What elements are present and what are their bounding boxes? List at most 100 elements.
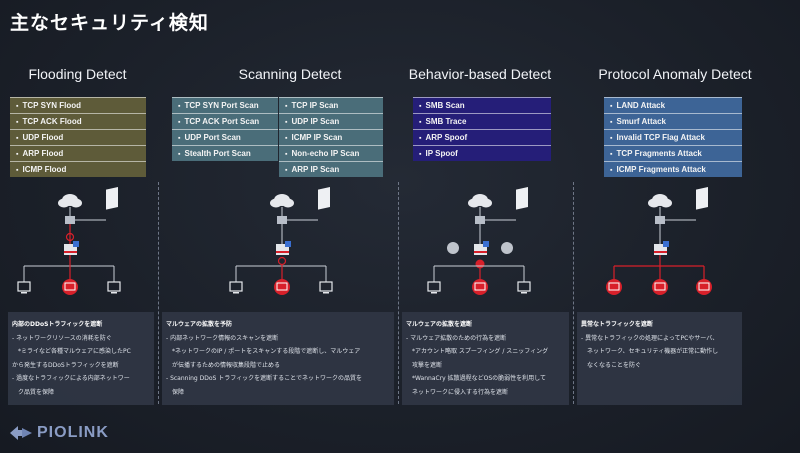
infected-pc-icon bbox=[606, 279, 622, 295]
scanning-item: UDP Port Scan bbox=[172, 129, 278, 145]
switch-icon bbox=[64, 241, 79, 255]
scanning-item: Stealth Port Scan bbox=[172, 145, 278, 161]
flooding-item: TCP ACK Flood bbox=[10, 113, 146, 129]
description-line: 保障 bbox=[172, 388, 185, 396]
switch-icon bbox=[654, 241, 669, 255]
router-icon bbox=[475, 216, 485, 224]
scanning-title: Scanning Detect bbox=[238, 66, 342, 82]
pc-icon bbox=[229, 281, 243, 294]
scanning-description-panel bbox=[162, 312, 394, 405]
scanning-description: マルウェアの拡散を予防 - 内部ネットワーク情報のスキャンを遮断 *ネットワーク… bbox=[166, 318, 392, 399]
pc-icon bbox=[107, 281, 121, 294]
flooding-item: ARP Flood bbox=[10, 145, 146, 161]
behavior-description: マルウェアの拡散を遮断 - マルウェア拡散のための行為を遮断 *アカウント略取 … bbox=[406, 318, 568, 399]
scanning-item: TCP ACK Port Scan bbox=[172, 113, 278, 129]
flooding-item: UDP Flood bbox=[10, 129, 146, 145]
cloud-icon bbox=[270, 194, 294, 208]
flooding-item: ICMP Flood bbox=[10, 161, 146, 177]
protocol-title: Protocol Anomaly Detect bbox=[598, 66, 752, 82]
description-line: ネットワークに侵入する行為を遮断 bbox=[412, 388, 509, 396]
server-icon bbox=[106, 187, 118, 210]
behavior-item: IP Spoof bbox=[413, 145, 551, 161]
protocol-item: TCP Fragments Attack bbox=[604, 145, 742, 161]
description-heading: マルウェアの拡散を遮断 bbox=[406, 321, 473, 328]
server-icon bbox=[318, 187, 330, 210]
piolink-logo: PIOLINK bbox=[10, 424, 109, 442]
description-line: *WannaCry 拡散過程などOSの脆弱性を利用して bbox=[412, 375, 546, 382]
description-line: - 内部ネットワーク情報のスキャンを遮断 bbox=[166, 334, 279, 342]
behavior-title: Behavior-based Detect bbox=[408, 66, 552, 82]
description-line: - マルウェア拡散のための行為を遮断 bbox=[406, 334, 507, 342]
pc-icon bbox=[319, 281, 333, 294]
description-line: *ミライなど各種マルウェアに感染したPC bbox=[18, 348, 131, 355]
pc-icon bbox=[17, 281, 31, 294]
behavior-item: SMB Trace bbox=[413, 113, 551, 129]
cloud-icon bbox=[58, 194, 82, 208]
switch-icon bbox=[474, 241, 489, 255]
description-line: が伝播するための情報収集段階で止める bbox=[172, 361, 281, 369]
description-line: - Scanning DDoS トラフィックを遮断することでネットワークの品質を bbox=[166, 375, 362, 382]
description-line: から発生するDDoSトラフィックを遮断 bbox=[12, 361, 119, 369]
router-icon bbox=[655, 216, 665, 224]
description-line: なくなることを防ぐ bbox=[587, 361, 642, 369]
flooding-description-panel bbox=[8, 312, 154, 405]
flooding-network-diagram bbox=[17, 187, 121, 295]
alert-icon bbox=[65, 232, 75, 242]
flooding-description: 内部のDDoSトラフィックを遮断 - ネットワークリソースの消耗を防ぐ *ミライ… bbox=[12, 318, 152, 399]
flooding-item: TCP SYN Flood bbox=[10, 97, 146, 113]
server-icon bbox=[516, 187, 528, 210]
virus-icon bbox=[475, 259, 485, 269]
scanning-item: Non-echo IP Scan bbox=[279, 145, 383, 161]
description-line: - 過度なトラフィックによる内部ネットワー bbox=[12, 375, 130, 382]
logo-text: PIOLINK bbox=[37, 424, 109, 441]
spoof-icon bbox=[447, 242, 513, 254]
scanning-item: ARP IP Scan bbox=[279, 161, 383, 177]
protocol-description: 異常なトラフィックを遮断 - 異常なトラフィックの処理によってPCやサーバ、 ネ… bbox=[581, 318, 741, 372]
protocol-item: LAND Attack bbox=[604, 97, 742, 113]
description-line: *ネットワークのIP / ポートをスキャンする段階で遮断し、マルウェア bbox=[172, 348, 361, 355]
scanning-network-diagram bbox=[229, 187, 333, 295]
scanning-item: UDP IP Scan bbox=[279, 113, 383, 129]
protocol-item: Smurf Attack bbox=[604, 113, 742, 129]
router-icon bbox=[277, 216, 287, 224]
page-title: 主なセキュリティ検知 bbox=[10, 12, 209, 34]
description-heading: 内部のDDoSトラフィックを遮断 bbox=[12, 321, 103, 328]
description-line: ク品質を保障 bbox=[18, 388, 55, 396]
switch-icon bbox=[276, 241, 291, 255]
cloud-icon bbox=[468, 194, 492, 208]
scanning-item: TCP SYN Port Scan bbox=[172, 97, 278, 113]
infected-pc-icon bbox=[652, 279, 668, 295]
flooding-title: Flooding Detect bbox=[28, 66, 127, 82]
description-heading: 異常なトラフィックを遮断 bbox=[581, 321, 653, 328]
description-line: 攻撃を遮断 bbox=[412, 361, 443, 369]
alert-icon bbox=[277, 256, 287, 266]
description-line: - ネットワークリソースの消耗を防ぐ bbox=[12, 334, 112, 342]
infected-pc-icon bbox=[696, 279, 712, 295]
router-icon bbox=[65, 216, 75, 224]
description-line: - 異常なトラフィックの処理によってPCやサーバ、 bbox=[581, 334, 719, 342]
infected-pc-icon bbox=[274, 279, 290, 295]
description-heading: マルウェアの拡散を予防 bbox=[166, 321, 233, 328]
behavior-item: SMB Scan bbox=[413, 97, 551, 113]
description-line: *アカウント略取 スプーフィング / スニッフィング bbox=[412, 348, 549, 355]
protocol-item: ICMP Fragments Attack bbox=[604, 161, 742, 177]
protocol-description-panel bbox=[577, 312, 742, 405]
column-divider bbox=[573, 182, 574, 404]
behavior-description-panel bbox=[402, 312, 569, 405]
scanning-item: ICMP IP Scan bbox=[279, 129, 383, 145]
scanning-item: TCP IP Scan bbox=[279, 97, 383, 113]
infected-pc-icon bbox=[472, 279, 488, 295]
column-divider bbox=[158, 182, 159, 404]
server-icon bbox=[696, 187, 708, 210]
pc-icon bbox=[427, 281, 441, 294]
behavior-network-diagram bbox=[427, 187, 531, 295]
cloud-icon bbox=[648, 194, 672, 208]
behavior-item: ARP Spoof bbox=[413, 129, 551, 145]
column-divider bbox=[398, 182, 399, 404]
pc-icon bbox=[517, 281, 531, 294]
protocol-item: Invalid TCP Flag Attack bbox=[604, 129, 742, 145]
piolink-logo-icon bbox=[10, 426, 32, 440]
description-line: ネットワーク、セキュリティ機器が正常に動作し bbox=[587, 348, 719, 355]
protocol-network-diagram bbox=[606, 187, 712, 295]
